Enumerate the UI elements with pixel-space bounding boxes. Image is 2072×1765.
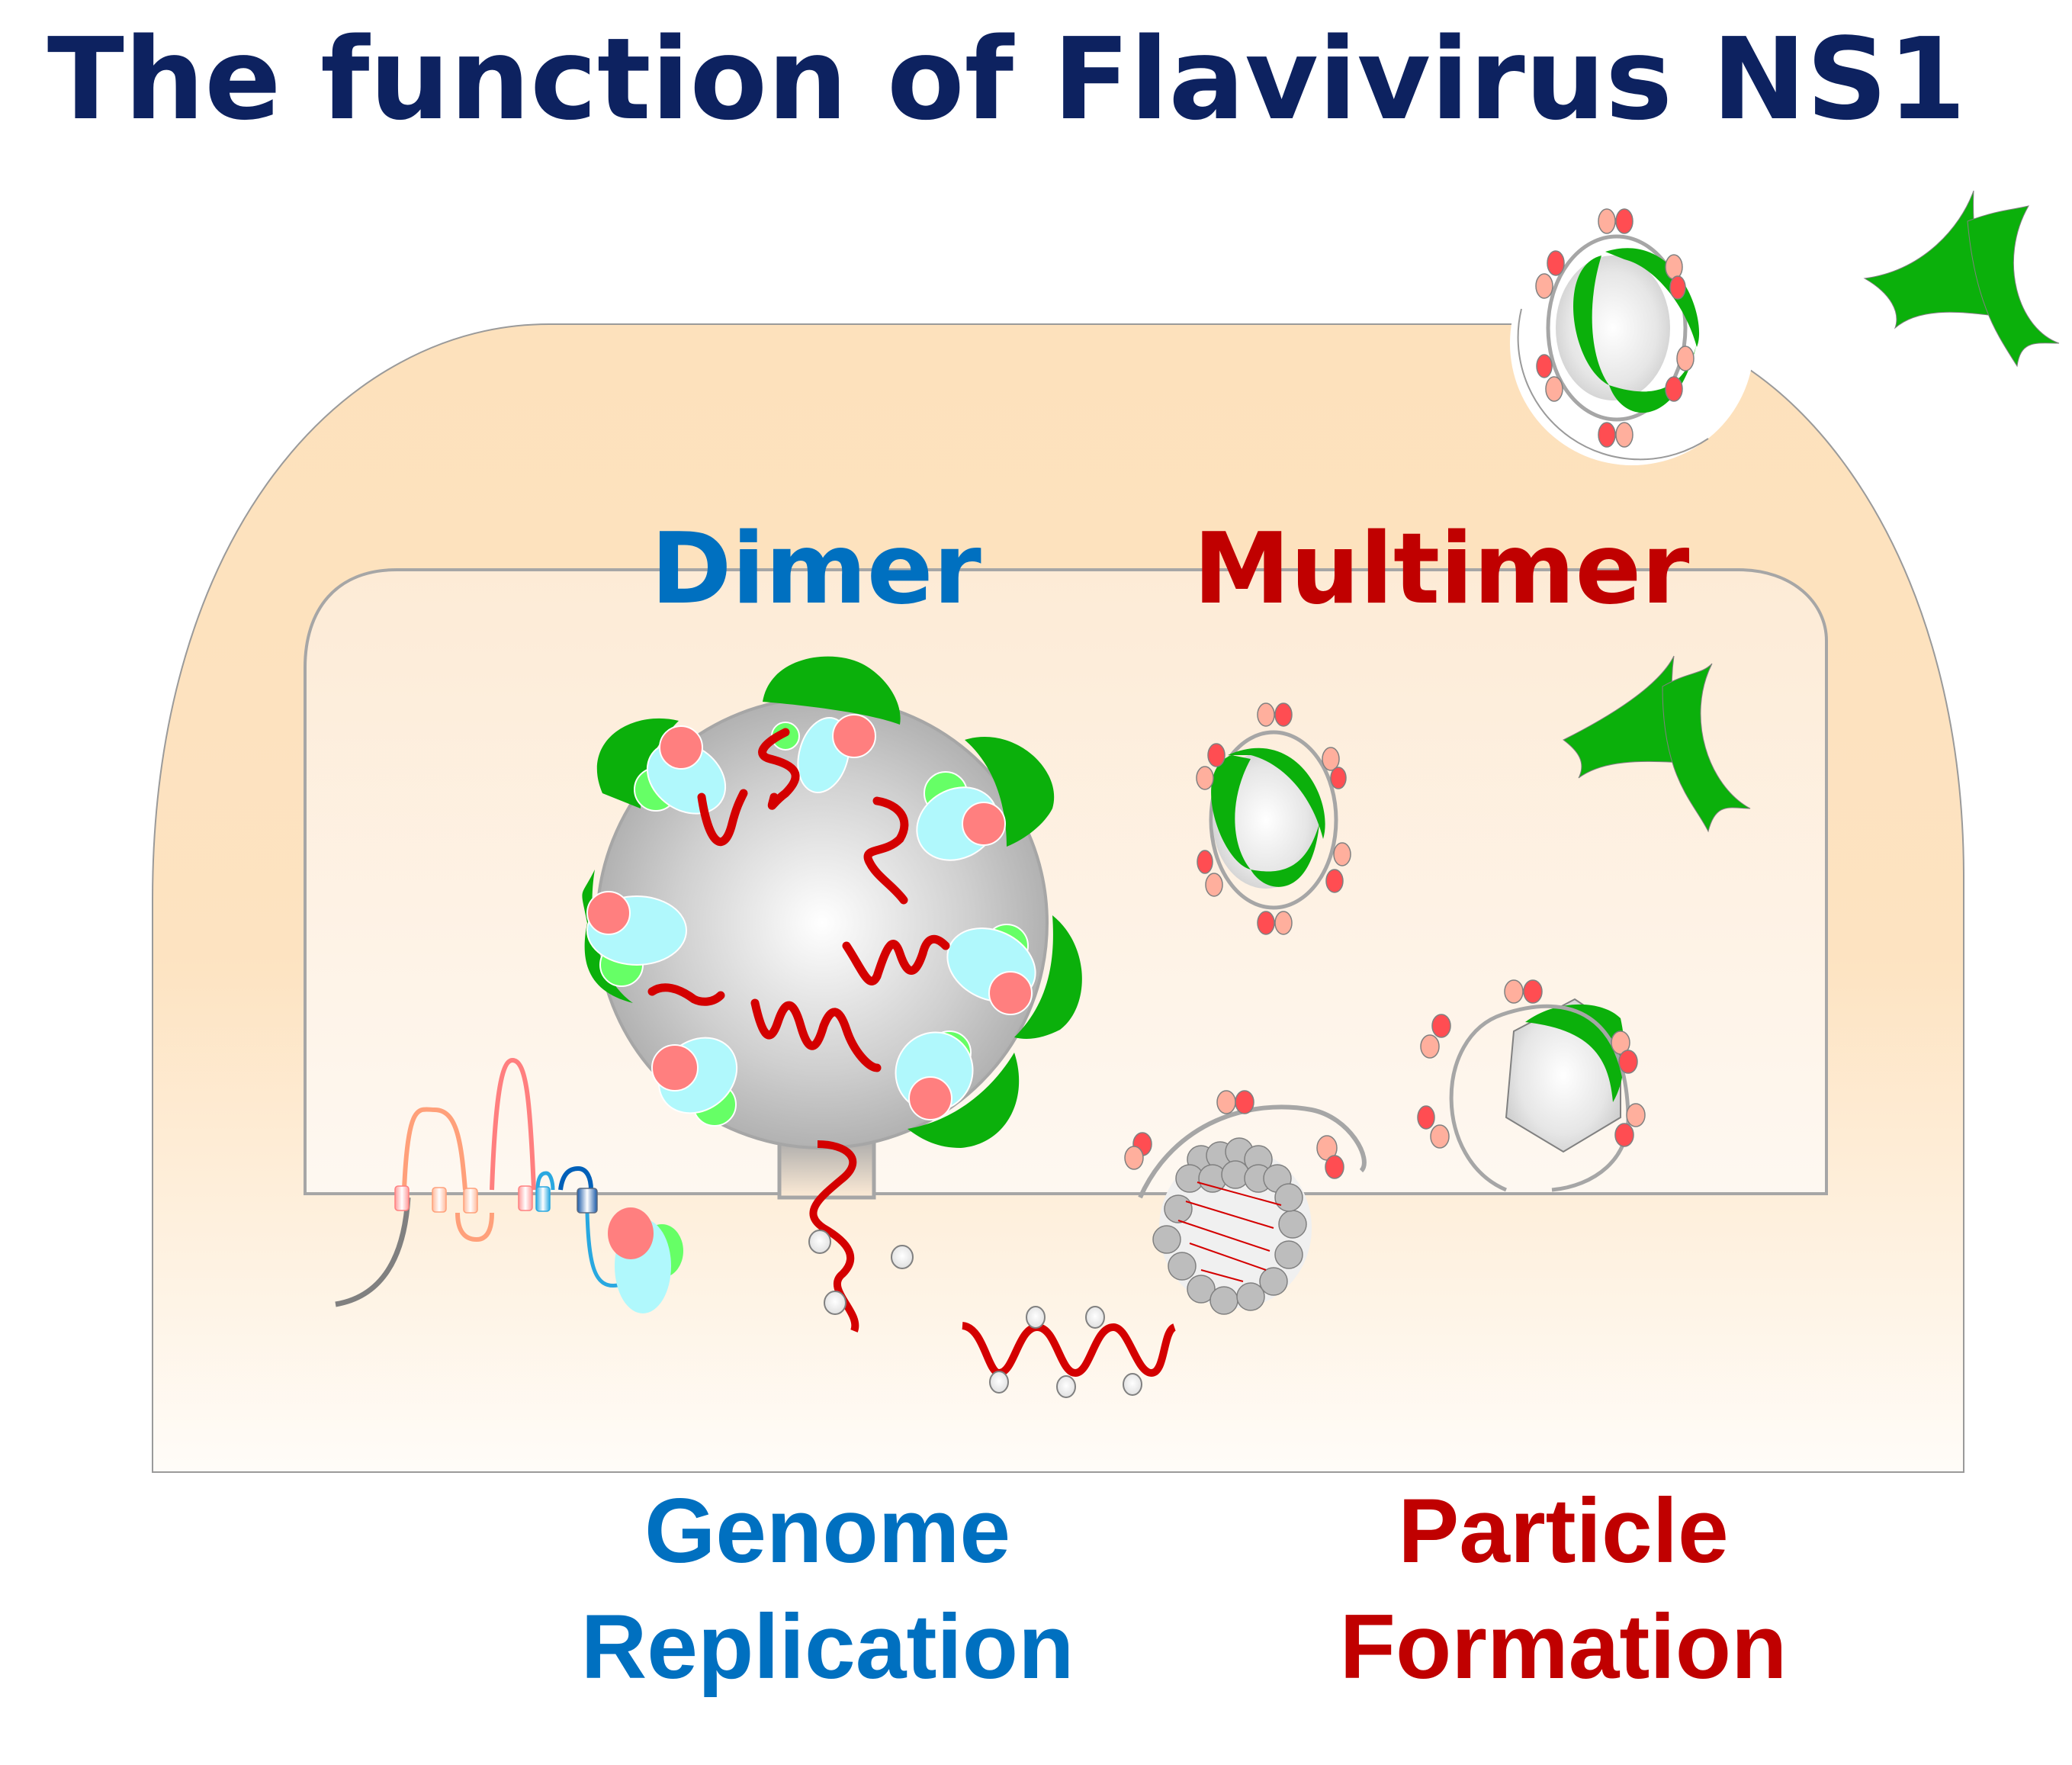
ribosome-icon (989, 1371, 1009, 1394)
viral-rna (647, 983, 725, 1006)
replication-organelle (582, 656, 1082, 1333)
tm-segment-icon (518, 1185, 533, 1211)
ns-protein-cluster (586, 891, 687, 987)
viral-rna (863, 796, 909, 905)
page-title: The function of Flavivirus NS1 (47, 14, 1966, 145)
tm-segment-icon (577, 1188, 598, 1214)
ns1-dimer-icon (596, 718, 679, 809)
ribosome-group (808, 1230, 914, 1315)
dimer-label: Dimer (651, 513, 981, 626)
polyprotein-topology (335, 1057, 683, 1313)
secreted-virus-particle (1535, 208, 1700, 448)
maturing-particle (1417, 979, 1646, 1192)
viral-rna (809, 1140, 859, 1333)
ns-protein-cluster (916, 771, 1006, 861)
ns1-hexamer (1563, 655, 1751, 833)
mature-virus-particle (1196, 702, 1351, 935)
tm-segment-icon (432, 1187, 447, 1213)
polysome (961, 1306, 1177, 1398)
ns-protein-cluster (634, 725, 727, 815)
genome-replication-label-line2: Replication (581, 1596, 1075, 1698)
ribosome-icon (808, 1230, 831, 1254)
tm-segment-icon (463, 1188, 478, 1214)
ribosome-icon (1123, 1373, 1142, 1396)
ns1-dimer-icon (965, 737, 1055, 847)
ns1-dimer-group (582, 656, 1082, 1148)
particle-formation-label-line1: Particle (1398, 1480, 1729, 1582)
ns1-dimer-icon (763, 656, 901, 725)
ns-protein-cluster (895, 1030, 974, 1120)
viral-rna (750, 998, 882, 1072)
ns1-dimer-icon (1014, 915, 1082, 1039)
tm-segment-icon (394, 1185, 410, 1211)
ns-protein-cluster (946, 924, 1036, 1015)
budding-particle (1124, 1090, 1367, 1315)
particle-formation-label-line2: Formation (1340, 1596, 1788, 1698)
tm-segment-icon (535, 1186, 551, 1212)
viral-rna-group (647, 728, 950, 1072)
ribosome-icon (891, 1245, 914, 1269)
genome-replication-label-line1: Genome (644, 1480, 1010, 1582)
ns1-dimer-icon (908, 1053, 1020, 1148)
ns-protein-cluster (651, 1037, 738, 1127)
ribosome-icon (1085, 1306, 1105, 1329)
ribosome-icon (1026, 1306, 1046, 1329)
viral-rna (842, 934, 950, 985)
ribosome-icon (824, 1291, 846, 1315)
ribosome-icon (1056, 1375, 1076, 1398)
viral-rna (697, 789, 748, 847)
ns1-hexamer-secreted (1863, 190, 2060, 368)
viral-rna (758, 728, 800, 810)
ns1-dimer-icon (582, 870, 633, 1003)
multimer-label: Multimer (1193, 513, 1690, 626)
